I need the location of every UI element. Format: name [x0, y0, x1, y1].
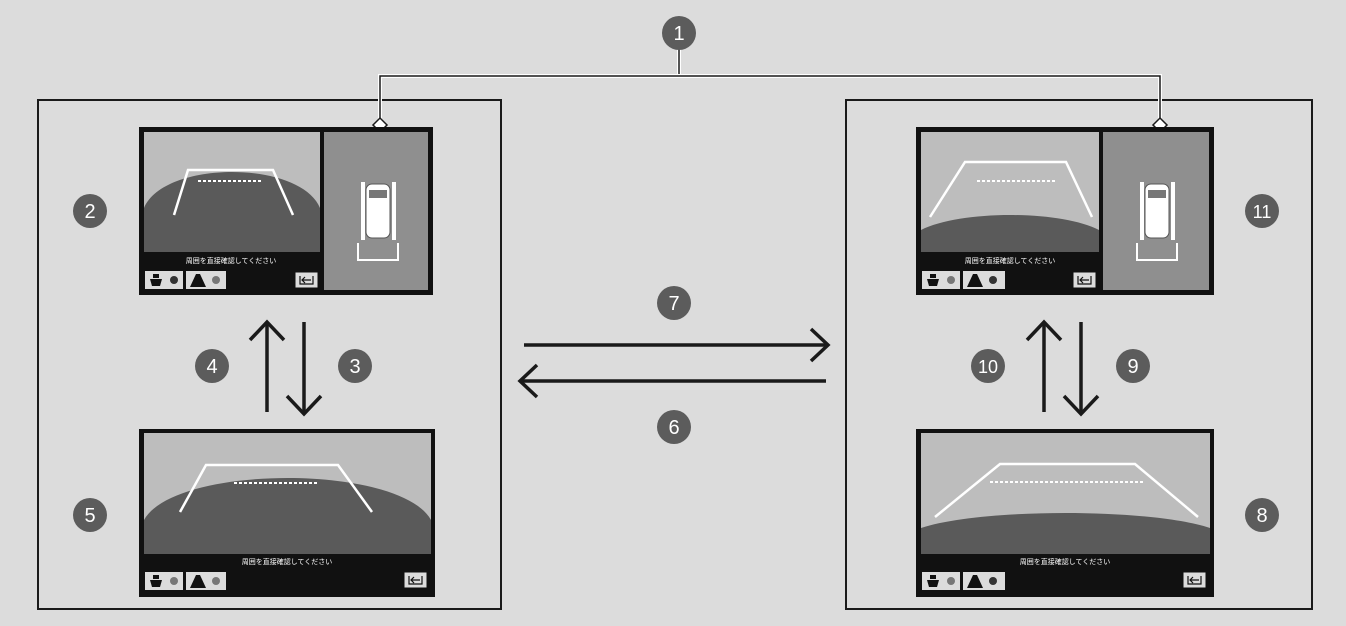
right-mode-panel — [845, 99, 1313, 610]
svg-text:2: 2 — [84, 201, 95, 223]
screen-caption: 周囲を直接確認してください — [965, 256, 1056, 265]
callout-1: 1 — [662, 16, 696, 50]
svg-text:6: 6 — [668, 417, 679, 439]
car-top-view-icon — [357, 182, 399, 261]
svg-text:5: 5 — [84, 505, 95, 527]
callout-2: 2 — [73, 194, 107, 228]
callout-1-leader — [371, 48, 1169, 134]
screen-caption: 周囲を直接確認してください — [1020, 557, 1111, 566]
callout-5: 5 — [73, 498, 107, 532]
callout-11: 11 — [1245, 194, 1279, 228]
arrow-left-up — [248, 319, 286, 412]
svg-text:7: 7 — [668, 293, 679, 315]
svg-text:8: 8 — [1256, 505, 1267, 527]
svg-text:10: 10 — [978, 357, 998, 377]
arrow-to-right-panel — [524, 327, 831, 363]
guide-line — [178, 463, 374, 513]
screen-caption: 周囲を直接確認してください — [186, 256, 277, 265]
callout-7: 7 — [657, 286, 691, 320]
callout-10: 10 — [971, 349, 1005, 383]
arrow-to-left-panel — [517, 363, 826, 399]
screen-right-split: 周囲を直接確認してください — [916, 127, 1214, 295]
screen-right-full: 周囲を直接確認してください — [916, 429, 1214, 597]
guide-line — [934, 462, 1199, 518]
arrow-left-down — [285, 322, 323, 417]
callout-3: 3 — [338, 349, 372, 383]
callout-8: 8 — [1245, 498, 1279, 532]
screen-caption: 周囲を直接確認してください — [242, 557, 333, 566]
callout-6: 6 — [657, 410, 691, 444]
screen-left-split: 周囲を直接確認してください — [139, 127, 433, 295]
arrow-right-down — [1062, 322, 1100, 417]
callout-4: 4 — [195, 349, 229, 383]
car-top-view-icon — [1136, 182, 1178, 261]
guide-line — [928, 160, 1094, 218]
left-mode-panel — [37, 99, 502, 610]
svg-text:11: 11 — [1253, 202, 1272, 222]
svg-text:3: 3 — [349, 356, 360, 378]
screen-left-full: 周囲を直接確認してください — [139, 429, 435, 597]
svg-text:9: 9 — [1127, 356, 1138, 378]
arrow-right-up — [1025, 319, 1063, 412]
svg-text:4: 4 — [206, 356, 217, 378]
callout-9: 9 — [1116, 349, 1150, 383]
guide-line — [172, 168, 295, 216]
svg-text:1: 1 — [673, 23, 684, 45]
